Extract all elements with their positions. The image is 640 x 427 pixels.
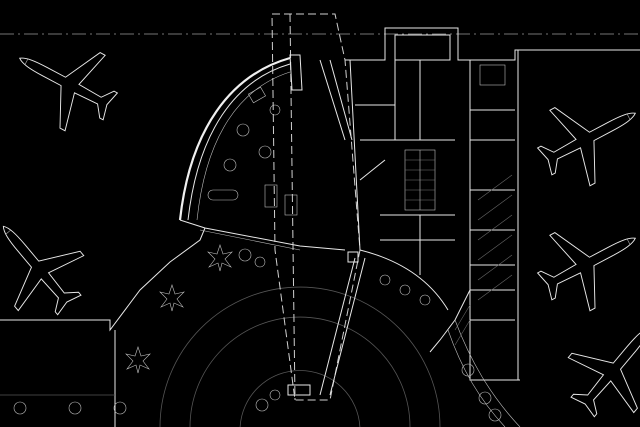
aircraft-5 [549,300,640,427]
central-bridge [271,13,366,401]
planters [13,248,502,422]
stair [405,150,435,210]
core-building [345,27,471,353]
curved-lounge [178,56,346,251]
aircraft-3 [524,75,640,200]
right-wing [447,49,640,427]
trees [125,244,233,374]
podium-outline [0,227,206,427]
aircraft-1 [0,20,131,145]
aircraft-2 [0,198,103,333]
landscape-circles [159,286,441,427]
aircraft-4 [524,200,640,325]
